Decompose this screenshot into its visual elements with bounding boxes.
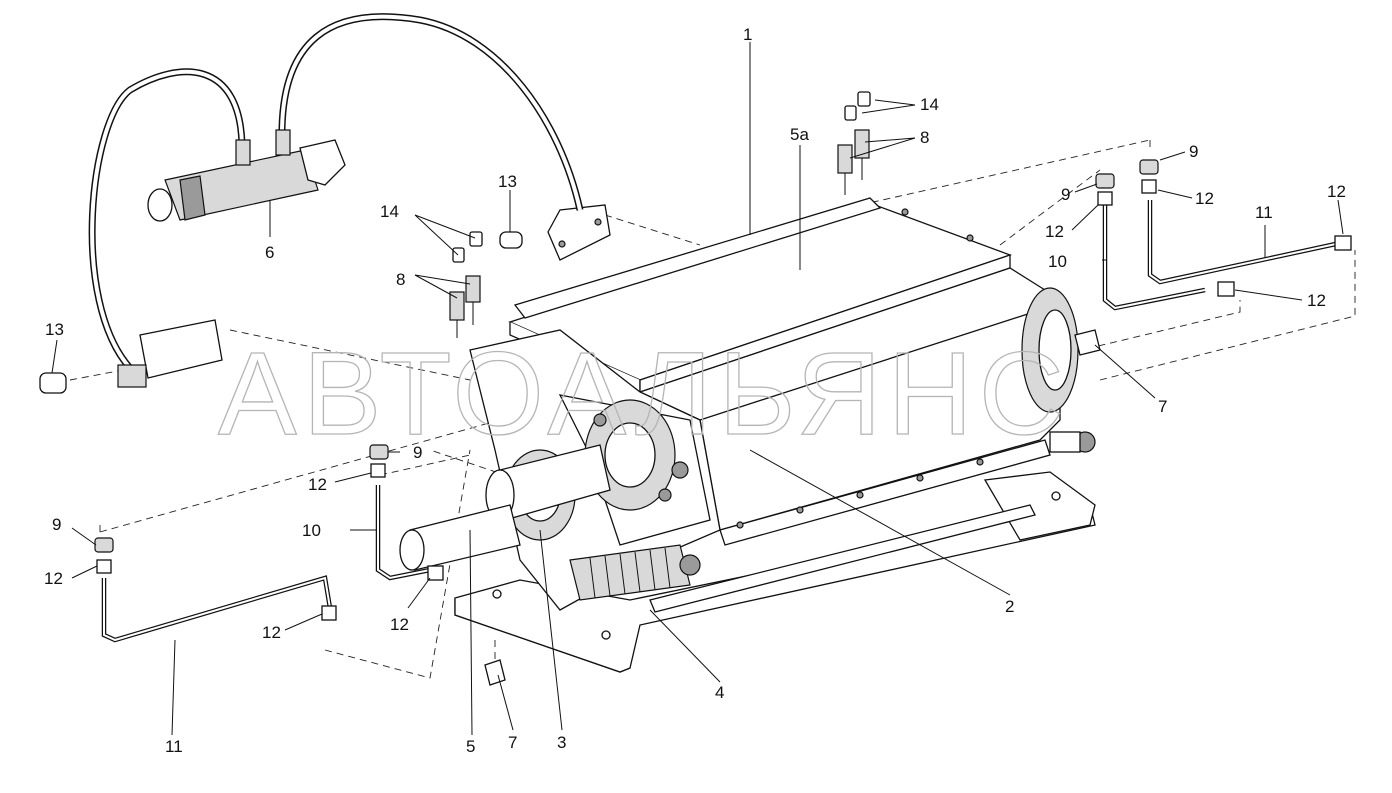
callout-9-left-2: 9: [52, 515, 61, 534]
callout-12-left-2: 12: [44, 569, 63, 588]
callout-14-left: 14: [380, 202, 399, 221]
callout-12-left-1: 12: [308, 475, 327, 494]
callout-12-right-2: 12: [1195, 189, 1214, 208]
callout-7-right: 7: [1158, 397, 1167, 416]
callout-3: 3: [557, 733, 566, 752]
callout-11-left: 11: [165, 737, 183, 756]
callout-13-top: 13: [498, 172, 517, 191]
callout-10-right: 10: [1048, 252, 1067, 271]
callout-4: 4: [715, 683, 724, 702]
handle-with-hoses: [39, 13, 584, 394]
watermark: АВТОАЛЬЯНС: [218, 328, 1070, 460]
callout-labels: 1 5а 14 8 13 14 8 6 13 9 9 12 12 12 12 1…: [44, 25, 1346, 756]
left-tube-sets: [94, 444, 506, 686]
main-housing: [399, 197, 1096, 611]
callout-5a: 5а: [790, 125, 809, 144]
callout-1: 1: [743, 25, 752, 44]
callout-5: 5: [466, 737, 475, 756]
callout-2: 2: [1005, 597, 1014, 616]
base-plate: [454, 471, 1096, 673]
callout-8-top: 8: [920, 128, 929, 147]
callout-13-left: 13: [45, 320, 64, 339]
callout-9-right-1: 9: [1189, 142, 1198, 161]
assembly-dashed-lines: [69, 139, 1356, 679]
callout-8-left: 8: [396, 270, 405, 289]
callout-9-left-1: 9: [413, 443, 422, 462]
right-tube-sets: [1074, 159, 1352, 356]
callout-11-right: 11: [1255, 203, 1273, 222]
callout-6: 6: [265, 243, 274, 262]
callout-12-right-3: 12: [1045, 222, 1064, 241]
callout-12-left-3: 12: [390, 615, 409, 634]
callout-7-bottom: 7: [508, 733, 517, 752]
callout-12-right-4: 12: [1307, 291, 1326, 310]
callout-12-left-4: 12: [262, 623, 281, 642]
callout-14-top: 14: [920, 95, 939, 114]
callout-12-right-1: 12: [1327, 182, 1346, 201]
callout-9-right-2: 9: [1061, 185, 1070, 204]
callout-10-left: 10: [302, 521, 321, 540]
bellows-cylinder: [569, 504, 1036, 613]
top-fittings: [449, 91, 871, 338]
leader-lines: [51, 42, 1344, 736]
